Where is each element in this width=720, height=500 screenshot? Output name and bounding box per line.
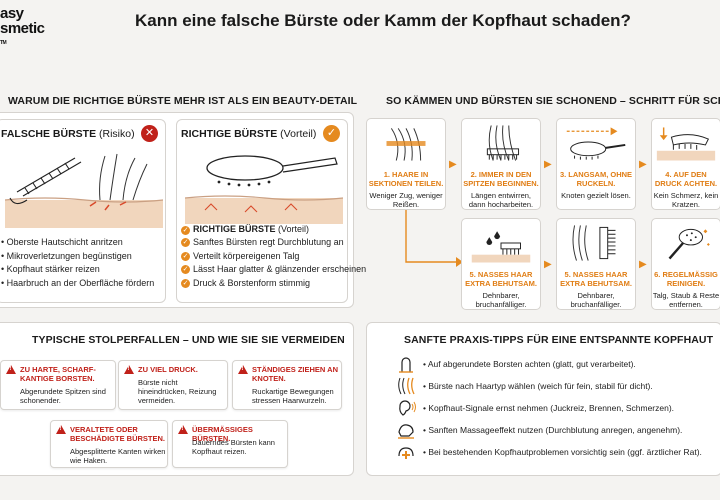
step-card-7: 6. Regelmäßig reinigen. Talg, Staub & Re… — [651, 218, 720, 310]
wrong-brush-title: FALSCHE BÜRSTE (Risiko) — [1, 128, 135, 140]
comb-ends-icon — [486, 125, 520, 161]
pitfall-desc: Abgesplitterte Kanten wirken wie Haken. — [70, 447, 166, 465]
right-brush-card: RICHTIGE BÜRSTE (Vorteil) ✓ ✓RICHTIGE BÜ… — [176, 119, 366, 303]
pitfall-card-1: Zu harte, scharf-kantige Borsten. Abgeru… — [0, 360, 116, 410]
sectioned-hair-icon — [386, 128, 426, 161]
pitfall-card-4: Veraltete oder beschädigte Bürsten. Abge… — [50, 420, 168, 468]
warning-icon — [6, 365, 16, 374]
step-desc: Weniger Zug, weniger Reißen. — [369, 191, 443, 209]
step-title: 4. Auf den Druck achten. — [654, 170, 718, 188]
check-icon: ✓ — [181, 238, 190, 248]
list-item: • Bei bestehenden Kopfhautproblemen vors… — [395, 441, 702, 463]
warning-icon — [56, 425, 66, 434]
pitfall-card-3: Ständiges Ziehen an Knoten. Ruckartige B… — [232, 360, 342, 410]
step-title: 2. Immer in den Spitzen beginnen. — [463, 170, 539, 188]
list-item: • Kopfhaut stärker reizen — [1, 264, 100, 274]
warning-icon — [178, 425, 188, 434]
slow-brush-icon — [566, 127, 626, 160]
right-brush-subtitle: ✓RICHTIGE BÜRSTE (Vorteil) — [181, 224, 310, 235]
step-desc: Knoten gezielt lösen. — [561, 191, 631, 200]
pitfall-desc: Dauerndes Bürsten kann Kopfhaut reizen. — [192, 438, 275, 456]
tips-list: • Auf abgerundete Borsten achten (glatt,… — [395, 353, 702, 463]
arrow-right-icon: ▶ — [639, 259, 647, 270]
ear-signal-icon — [399, 400, 416, 416]
step-card-2: 2. Immer in den Spitzen beginnen. Längen… — [461, 118, 541, 210]
warning-icon — [238, 365, 248, 374]
wet-comb-icon — [572, 225, 616, 261]
bristle-tip-icon — [399, 357, 413, 373]
wrong-brush-illustration — [5, 153, 163, 228]
arrow-right-icon: ▶ — [449, 159, 457, 170]
logo-line-1: asy — [0, 5, 24, 22]
section-heading-why: WARUM DIE RICHTIGE BÜRSTE MEHR IST ALS E… — [8, 95, 358, 107]
step-card-5: 5. Nasses Haar extra behutsam. Dehnbarer… — [461, 218, 541, 310]
list-item: • Bürste nach Haartyp wählen (weich für … — [395, 375, 702, 397]
list-item: • Mikroverletzungen begünstigen — [1, 250, 132, 261]
list-item: ✓Lässt Haar glatter & glänzender erschei… — [181, 264, 367, 275]
list-item: • Oberste Hautschicht anritzen — [1, 237, 123, 247]
pitfall-card-2: Zu viel Druck. Bürste nicht hineindrücke… — [118, 360, 228, 410]
pitfall-title: Ständiges Ziehen an Knoten. — [252, 365, 338, 383]
list-item: ✓Druck & Borstenform stimmig — [181, 277, 311, 288]
step-title: 1. Haare in Sektionen teilen. — [368, 170, 444, 188]
pitfall-title: Veraltete oder beschädigte Bürsten. — [70, 425, 166, 443]
pressure-hand-icon — [656, 127, 716, 161]
step-title: 5. Nasses Haar extra behutsam. — [560, 270, 632, 288]
arrow-right-icon: ▶ — [544, 159, 552, 170]
pitfall-desc: Bürste nicht hineindrücken, Reizung verm… — [138, 378, 217, 405]
step-card-4: 4. Auf den Druck achten. Kein Schmerz, k… — [651, 118, 720, 210]
step-card-3: 3. Langsam, ohne Ruckeln. Knoten gezielt… — [556, 118, 636, 210]
list-item: ✓Verteilt körpereigenen Talg — [181, 250, 300, 261]
step-desc: Dehnbarer, bruchanfälliger. — [570, 291, 622, 309]
flow-arrow-icon — [405, 210, 463, 267]
step-card-6: 5. Nasses Haar extra behutsam. Dehnbarer… — [556, 218, 636, 310]
section-heading-steps: SO KÄMMEN UND BÜRSTEN SIE SCHONEND – SCH… — [386, 95, 720, 107]
risk-x-icon: ✕ — [141, 125, 158, 142]
step-title: 5. Nasses Haar extra behutsam. — [465, 270, 537, 288]
check-icon: ✓ — [181, 265, 190, 275]
list-item: • Auf abgerundete Borsten achten (glatt,… — [395, 353, 702, 375]
step-card-1: 1. Haare in Sektionen teilen. Weniger Zu… — [366, 118, 446, 210]
section-heading-tips: SANFTE PRAXIS-TIPPS FÜR EINE ENTSPANNTE … — [404, 334, 714, 346]
list-item: • Sanften Massageeffekt nutzen (Durchblu… — [395, 419, 702, 441]
clean-brush-icon — [668, 228, 710, 260]
arrow-right-icon: ▶ — [639, 159, 647, 170]
pitfall-title: Übermäßiges Bürsten. — [192, 425, 253, 443]
pitfall-title: Zu harte, scharf-kantige Borsten. — [20, 365, 96, 383]
pitfall-title: Zu viel Druck. — [138, 365, 198, 374]
benefit-check-icon: ✓ — [323, 125, 340, 142]
pitfall-card-5: Übermäßiges Bürsten. Dauerndes Bürsten k… — [172, 420, 288, 468]
pitfall-desc: Abgerundete Spitzen sind schonender. — [20, 387, 106, 405]
warning-icon — [124, 365, 134, 374]
step-title: 6. Regelmäßig reinigen. — [654, 270, 718, 288]
list-item: • Kopfhaut-Signale ernst nehmen (Juckrei… — [395, 397, 702, 419]
list-item: • Haarbruch an der Oberfläche fördern — [1, 277, 155, 288]
arrow-right-icon: ▶ — [544, 259, 552, 270]
right-brush-benefit-list: ✓Sanftes Bürsten regt Durchblutung an ✓V… — [181, 236, 366, 290]
right-brush-title: RICHTIGE BÜRSTE (Vorteil) — [181, 128, 317, 140]
step-title: 3. Langsam, ohne Ruckeln. — [559, 170, 633, 188]
pitfall-desc: Ruckartige Bewegungen stressen Haarwurze… — [252, 387, 334, 405]
list-item: ✓Sanftes Bürsten regt Durchblutung an — [181, 237, 344, 248]
page-title: Kann eine falsche Bürste oder Kamm der K… — [135, 11, 631, 30]
step-desc: Längen entwirren, dann hocharbeiten. — [468, 191, 534, 209]
logo-tm: TM — [0, 40, 7, 46]
wrong-brush-risk-list: • Oberste Hautschicht anritzen • Mikrove… — [1, 236, 154, 290]
section-heading-pitfalls: TYPISCHE STOLPERFALLEN – UND WIE SIE SIE… — [32, 334, 345, 346]
wet-hair-icon — [471, 231, 531, 263]
step-desc: Dehnbarer, bruchanfälliger. — [475, 291, 527, 309]
check-icon: ✓ — [181, 251, 190, 261]
massage-hand-icon — [398, 424, 414, 439]
step-desc: Talg, Staub & Reste entfernen. — [652, 291, 720, 309]
hair-type-icon — [398, 377, 415, 395]
tips-panel — [366, 322, 720, 476]
right-brush-illustration — [185, 155, 343, 224]
step-desc: Kein Schmerz, kein Kratzen. — [653, 191, 719, 209]
check-icon: ✓ — [181, 278, 190, 288]
wrong-brush-card: FALSCHE BÜRSTE (Risiko) ✕ • Oberste Haut… — [0, 119, 166, 303]
medical-plus-icon — [398, 447, 414, 459]
